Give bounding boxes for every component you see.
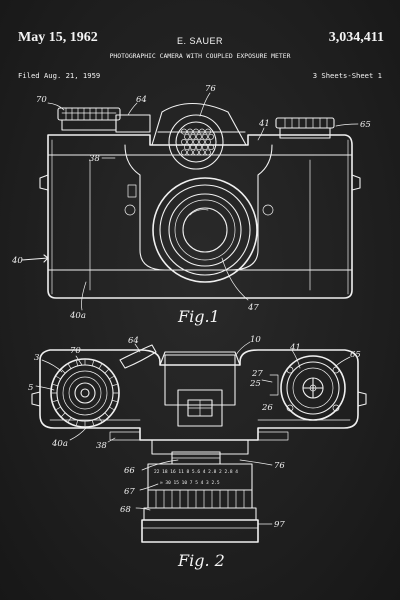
- ref-label: 76: [205, 84, 216, 94]
- distance-scale: ∞ 30 15 10 7 5 4 3 2.5: [160, 480, 220, 486]
- dial-tick: [104, 412, 109, 417]
- ref-label: 38: [89, 154, 100, 164]
- dial-tick: [56, 406, 62, 410]
- dial-tick: [52, 384, 59, 387]
- dial-tick: [61, 369, 66, 374]
- camera-body-front: [39, 134, 361, 299]
- ref-label: 40: [11, 256, 23, 266]
- shutter-dial-top: [269, 355, 346, 421]
- prism-housing: [151, 103, 247, 170]
- honeycomb-cell: [187, 128, 193, 135]
- dial-tick: [56, 376, 62, 380]
- ref-label: 5: [28, 383, 33, 393]
- patent-date: May 15, 1962: [18, 30, 98, 45]
- ref-label: 10: [250, 335, 261, 345]
- figure-1-front-view: 70 64 76 41 65 38 40 40a 47 Fig.1: [11, 84, 371, 326]
- honeycomb-cell: [196, 133, 202, 140]
- dial-tick: [111, 399, 118, 402]
- ref-label: 65: [350, 350, 361, 360]
- honeycomb-cell: [181, 139, 187, 145]
- dial-tick: [76, 360, 79, 367]
- meter-honeycomb: [181, 128, 214, 156]
- figure-1-caption: Fig.1: [177, 307, 220, 326]
- ref-label: 3: [34, 353, 39, 363]
- dial-tick: [108, 406, 114, 410]
- honeycomb-cell: [193, 128, 199, 135]
- inventor-name: E. SAUER: [176, 36, 223, 46]
- ref-label: 27: [251, 369, 263, 379]
- honeycomb-cell: [181, 128, 187, 135]
- honeycomb-cell: [199, 128, 205, 135]
- honeycomb-cell: [193, 149, 199, 156]
- patent-title: PHOTOGRAPHIC CAMERA WITH COUPLED EXPOSUR…: [109, 52, 291, 60]
- ref-label: 25: [249, 379, 261, 389]
- honeycomb-cell: [199, 149, 205, 156]
- fig1-leader-lines: [21, 92, 359, 311]
- ref-label: 65: [360, 120, 371, 130]
- ref-label: 40a: [69, 311, 86, 321]
- ref-label: 70: [70, 346, 81, 356]
- dial-tick: [111, 384, 118, 387]
- patent-number: 3,034,411: [328, 30, 384, 45]
- honeycomb-cell: [190, 133, 196, 140]
- dial-tick: [68, 364, 72, 370]
- sheet-count: 3 Sheets-Sheet 1: [312, 71, 382, 80]
- dial-tick: [91, 360, 94, 367]
- honeycomb-cell: [208, 133, 214, 140]
- ref-label: 41: [258, 119, 270, 129]
- dial-tick: [76, 419, 79, 426]
- dial-tick: [91, 419, 94, 426]
- ref-label: 76: [274, 461, 285, 471]
- shutter-dial: [275, 117, 335, 139]
- dial-tick: [104, 369, 109, 374]
- dial-tick: [61, 412, 66, 417]
- dial-tick: [52, 399, 59, 402]
- ref-label: 68: [120, 505, 131, 515]
- figure-2-top-view: 22 18 16 11 8 5.6 4 2.8 2 2.8 4 ∞ 30 15 …: [28, 335, 367, 570]
- honeycomb-cell: [205, 128, 211, 135]
- rewind-dial: [57, 107, 151, 133]
- honeycomb-cell: [187, 139, 193, 145]
- fig2-leader-lines: [35, 341, 351, 525]
- honeycomb-cell: [205, 149, 211, 156]
- ref-label: 26: [261, 403, 273, 413]
- ref-label: 64: [128, 336, 139, 346]
- figure-2-caption: Fig. 2: [177, 551, 225, 570]
- dial-tick: [108, 376, 114, 380]
- filed-date: Filed Aug. 21, 1959: [18, 71, 101, 80]
- lens-barrel-top: 22 18 16 11 8 5.6 4 2.8 2 2.8 4 ∞ 30 15 …: [141, 439, 259, 543]
- ref-label: 38: [96, 441, 107, 451]
- dial-tick: [98, 364, 102, 370]
- honeycomb-cell: [184, 133, 190, 140]
- dial-tick: [68, 416, 72, 422]
- ref-label: 67: [124, 487, 135, 497]
- ref-label: 66: [124, 466, 135, 476]
- honeycomb-cell: [187, 149, 193, 156]
- honeycomb-cell: [193, 139, 199, 145]
- ref-label: 41: [289, 343, 301, 353]
- ref-label: 40a: [51, 439, 68, 449]
- ref-label: 70: [36, 95, 47, 105]
- aperture-scale: 22 18 16 11 8 5.6 4 2.8 2 2.8 4: [154, 469, 238, 475]
- honeycomb-cell: [181, 149, 187, 156]
- honeycomb-cell: [205, 139, 211, 145]
- ref-label: 97: [274, 520, 285, 530]
- honeycomb-cell: [199, 139, 205, 145]
- lens-front: [152, 177, 258, 283]
- honeycomb-cell: [202, 133, 208, 140]
- ref-label: 47: [247, 303, 259, 313]
- ref-label: 64: [136, 95, 147, 105]
- rewind-dial-top: [50, 358, 120, 428]
- dial-tick: [98, 416, 102, 422]
